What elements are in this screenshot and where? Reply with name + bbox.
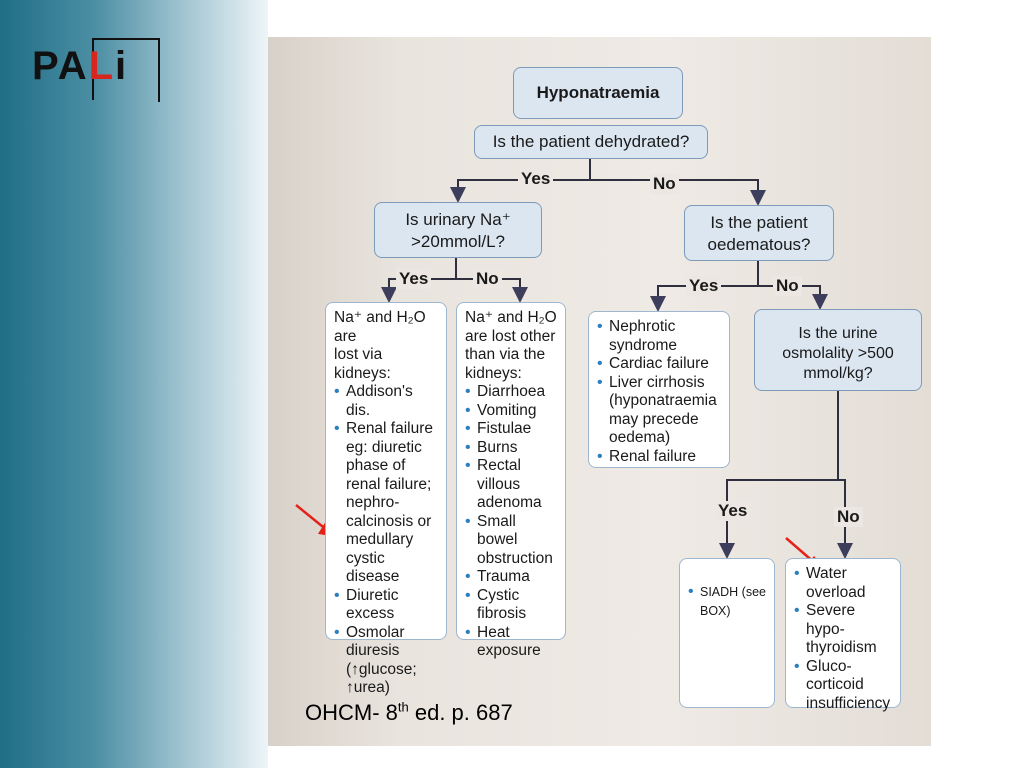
list-item: Heat exposure: [465, 624, 559, 661]
oedematous-question-line-2: oedematous?: [707, 235, 811, 254]
list-item: Renal failure eg: diuretic phase of rena…: [334, 420, 440, 587]
logo-frame: [92, 38, 160, 102]
yes-label: Yes: [518, 169, 554, 189]
pali-logo: PALi: [32, 36, 168, 102]
yes-label: Yes: [396, 269, 432, 289]
no-label: No: [773, 276, 802, 296]
slide-sidebar-gradient: [0, 0, 268, 768]
no-label: No: [473, 269, 502, 289]
logo-text-l: L: [88, 44, 116, 88]
list-item: Renal failure: [597, 448, 723, 467]
list-item: Diuretic excess: [334, 587, 440, 624]
yes-label: Yes: [715, 501, 751, 521]
osmolality-question-line-1: Is the urine: [798, 325, 878, 342]
urinary-sodium-question-box: Is urinary Na⁺ >20mmol/L?: [374, 202, 542, 258]
hyponatraemia-title-box: Hyponatraemia: [513, 67, 683, 119]
osmolality-question-box: Is the urine osmolality >500 mmol/kg?: [754, 309, 922, 391]
list-item: Diarrhoea: [465, 383, 559, 402]
urinary-question-line-1: Is urinary Na⁺: [405, 210, 511, 229]
water-overload-list: Water overload Severe hypo-thyroidism Gl…: [794, 565, 894, 713]
list-item: Fistulae: [465, 420, 559, 439]
scanned-book-page: Hyponatraemia Is the patient dehydrated?…: [268, 37, 931, 746]
list-item: Addison's dis.: [334, 383, 440, 420]
dehydrated-question: Is the patient dehydrated?: [492, 132, 690, 151]
non-renal-loss-list: Diarrhoea Vomiting Fistulae Burns Rectal…: [465, 383, 559, 661]
oedematous-question-line-1: Is the patient: [710, 213, 808, 232]
renal-loss-heading-line-2: lost via kidneys:: [334, 346, 391, 382]
oedematous-causes-box: Nephrotic syndrome Cardiac failure Liver…: [588, 311, 730, 468]
non-renal-heading-line-3: than via the: [465, 346, 546, 363]
list-item: SIADH (see BOX): [688, 583, 768, 620]
siadh-list: SIADH (see BOX): [688, 565, 768, 620]
list-item: Osmolar diuresis (↑glucose; ↑urea): [334, 624, 440, 698]
caption-superscript: th: [397, 699, 409, 715]
renal-loss-list: Addison's dis. Renal failure eg: diureti…: [334, 383, 440, 698]
connector-line: [719, 391, 839, 559]
non-renal-heading-line-2: are lost other: [465, 327, 556, 345]
non-renal-heading-line-1: Na⁺ and H₂O: [465, 309, 557, 326]
list-item: Trauma: [465, 568, 559, 587]
connector-line: [837, 479, 853, 559]
list-item: Gluco-corticoid insufficiency: [794, 658, 894, 714]
osmolality-question-line-3: mmol/kg?: [803, 365, 873, 382]
renal-loss-box: Na⁺ and H₂O are lost via kidneys: Addiso…: [325, 302, 447, 696]
list-item: Burns: [465, 439, 559, 458]
logo-frame-left: [92, 38, 94, 100]
logo-text: PALi: [32, 44, 128, 89]
dehydrated-question-box: Is the patient dehydrated?: [474, 125, 708, 159]
non-renal-heading-line-4: kidneys:: [465, 364, 522, 382]
list-item: Water overload: [794, 565, 894, 602]
logo-text-pa: PA: [32, 44, 89, 88]
renal-loss-heading-line-1: Na⁺ and H₂O are: [334, 309, 426, 345]
list-item: Nephrotic syndrome: [597, 318, 723, 355]
list-item: Rectal villous adenoma: [465, 457, 559, 513]
no-label: No: [834, 507, 863, 527]
non-renal-loss-box: Na⁺ and H₂O are lost other than via the …: [456, 302, 566, 659]
no-label: No: [650, 174, 679, 194]
list-item: Cystic fibrosis: [465, 587, 559, 624]
siadh-box: SIADH (see BOX): [679, 558, 775, 708]
oedematous-question-box: Is the patient oedematous?: [684, 205, 834, 261]
list-item: Vomiting: [465, 402, 559, 421]
urinary-question-line-2: >20mmol/L?: [410, 232, 506, 251]
flowchart-title: Hyponatraemia: [536, 83, 660, 102]
source-caption: OHCM- 8th ed. p. 687: [305, 700, 513, 726]
list-item: Liver cirrhosis (hyponatraemia may prece…: [597, 374, 723, 448]
list-item: Small bowel obstruction: [465, 513, 559, 569]
water-overload-box: Water overload Severe hypo-thyroidism Gl…: [785, 558, 901, 712]
caption-text-end: ed. p. 687: [408, 700, 513, 725]
yes-label: Yes: [686, 276, 722, 296]
osmolality-question-line-2: osmolality >500: [782, 345, 894, 362]
connector-line: [590, 179, 766, 206]
oedematous-causes-list: Nephrotic syndrome Cardiac failure Liver…: [597, 318, 723, 466]
caption-text: OHCM- 8: [305, 700, 398, 725]
logo-text-i: i: [115, 44, 129, 88]
list-item: Severe hypo-thyroidism: [794, 602, 894, 658]
list-item: Cardiac failure: [597, 355, 723, 374]
